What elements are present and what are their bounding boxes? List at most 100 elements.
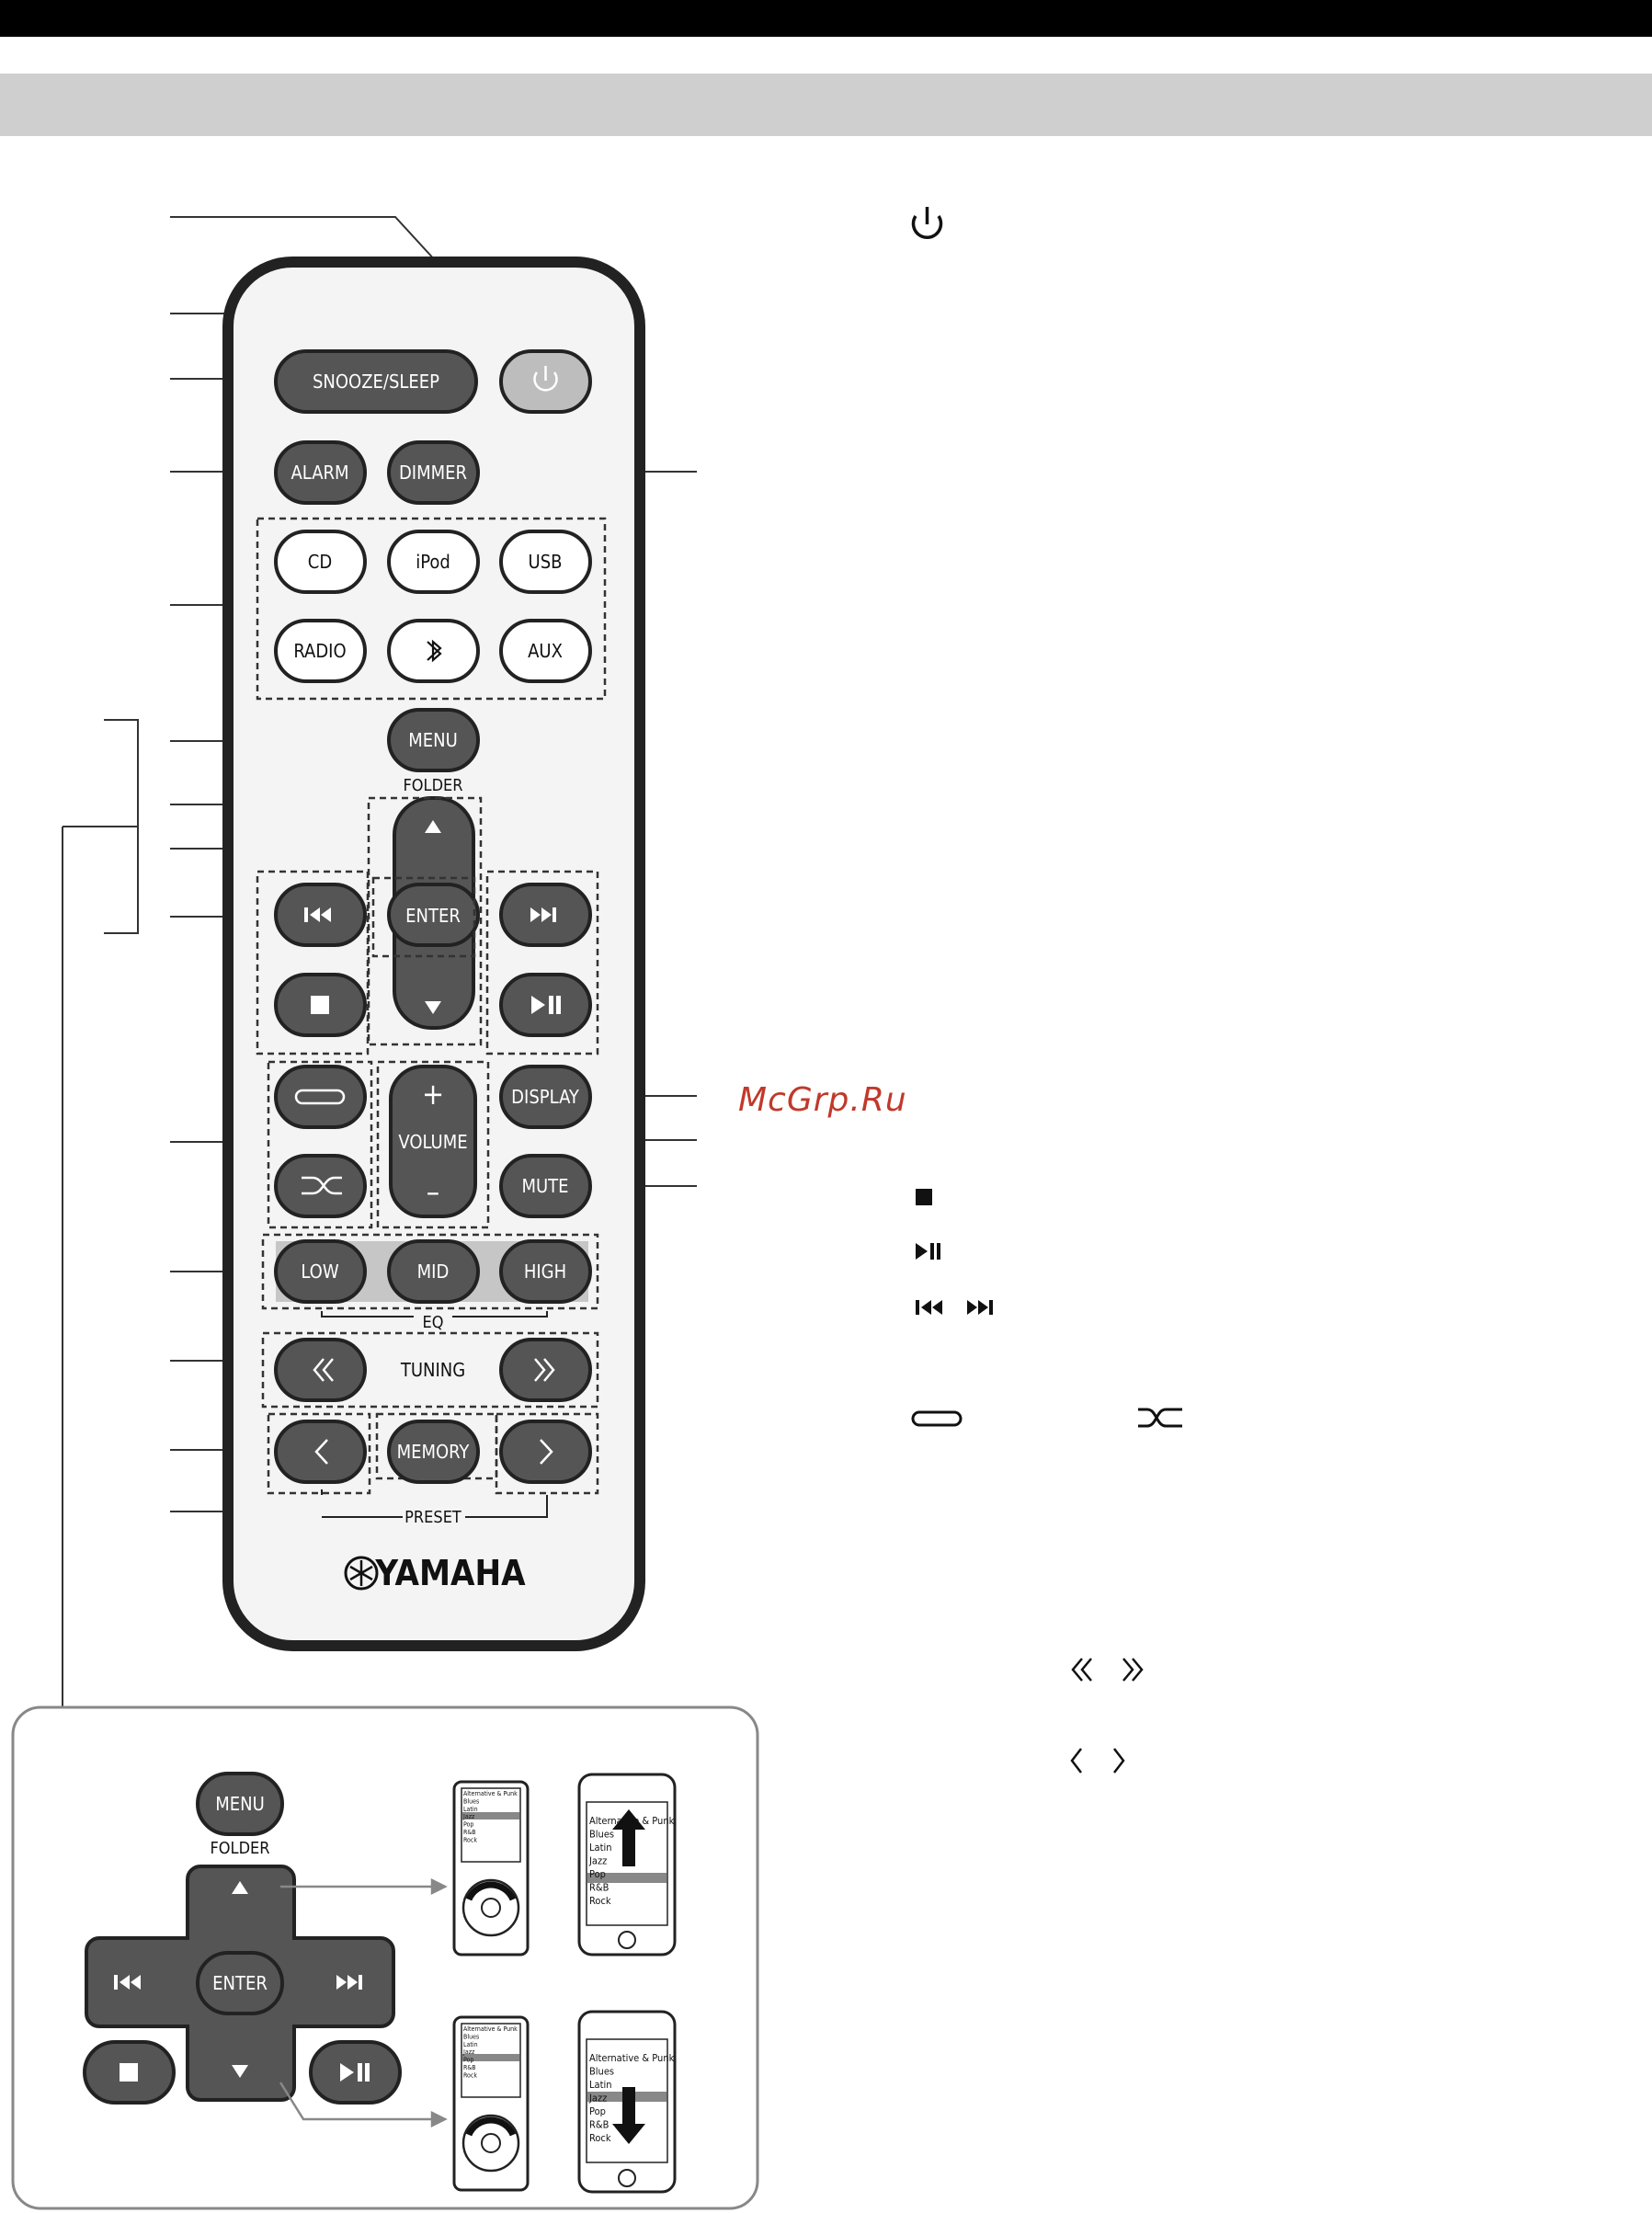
enter-label: ENTER <box>405 905 461 927</box>
inset-stop-icon <box>120 2063 138 2082</box>
folder-group-outline <box>367 796 483 1046</box>
inset-play-pause-button[interactable] <box>309 2040 402 2105</box>
volume-plus-icon: + <box>422 1077 444 1112</box>
power-symbol-icon <box>911 207 943 239</box>
preset-label: PRESET <box>404 1508 461 1527</box>
mute-button[interactable] <box>499 1154 592 1218</box>
play-pause-symbol-icon <box>916 1243 940 1260</box>
iphone-down-list-item: R&B <box>589 2119 610 2131</box>
ipod-down-list-item: Pop <box>463 2057 473 2064</box>
iphone-up-illustration <box>577 1773 677 1956</box>
iphone-up-list-item: Blues <box>589 1829 614 1841</box>
tuning-up-symbol-icon <box>1122 1658 1144 1682</box>
ipod-down-list-item: Jazz <box>462 2048 475 2056</box>
ipod-nano-down-illustration <box>452 2015 530 2192</box>
stop-icon <box>311 996 329 1014</box>
inset-menu-button[interactable] <box>196 1772 284 1836</box>
repeat-button[interactable] <box>274 1065 367 1129</box>
ipod-label: iPod <box>416 551 450 573</box>
eq-label: EQ <box>423 1313 444 1332</box>
inset-up-arrow-icon <box>232 1881 248 1894</box>
yamaha-logo-icon <box>344 1556 379 1591</box>
ipod-button[interactable] <box>387 530 480 594</box>
ipod-up-list-item: Latin <box>463 1806 478 1813</box>
cd-button[interactable] <box>274 530 367 594</box>
iphone-down-list-item: Alternative & Punk <box>589 2052 675 2064</box>
eq-mid-button[interactable] <box>387 1239 480 1304</box>
iphone-down-list-item: Jazz <box>588 2093 607 2105</box>
dimmer-label: DIMMER <box>399 462 467 484</box>
preset-left-symbol-icon <box>1070 1748 1082 1774</box>
stop-symbol-icon <box>916 1189 932 1205</box>
iphone-up-list-item: Rock <box>589 1895 611 1907</box>
radio-label: RADIO <box>293 640 346 662</box>
preset-right-outline <box>495 1412 599 1495</box>
shuffle-symbol-icon <box>1138 1408 1182 1428</box>
eq-low-label: LOW <box>301 1260 338 1283</box>
play-pause-icon <box>531 996 561 1014</box>
inset-enter-label: ENTER <box>212 1972 268 1994</box>
volume-minus-icon: – <box>427 1174 439 1209</box>
ipod-up-list-item: Pop <box>463 1821 473 1829</box>
alarm-label: ALARM <box>291 462 348 484</box>
eq-low-button[interactable] <box>274 1239 367 1304</box>
aux-button[interactable] <box>499 619 592 683</box>
iphone-up-list-item: R&B <box>589 1882 610 1894</box>
mute-label: MUTE <box>521 1175 568 1197</box>
aux-label: AUX <box>528 640 563 662</box>
iphone-down-list-item: Latin <box>589 2079 611 2091</box>
memory-button[interactable] <box>387 1420 480 1484</box>
skip-back-icon <box>304 907 331 922</box>
iphone-up-list-item: Jazz <box>588 1855 607 1867</box>
alarm-button[interactable] <box>274 440 367 505</box>
skip-back-stop-outline <box>256 870 370 1055</box>
eq-high-button[interactable] <box>499 1239 592 1304</box>
inset-folder-label: FOLDER <box>210 1839 269 1858</box>
down-arrow-icon <box>425 1001 441 1014</box>
tuning-outline <box>261 1331 599 1409</box>
ipod-up-list-item: Rock <box>463 1836 477 1843</box>
inset-menu-label: MENU <box>215 1793 265 1815</box>
up-arrow-icon <box>425 820 441 833</box>
radio-button[interactable] <box>274 619 367 683</box>
eq-high-label: HIGH <box>524 1260 566 1283</box>
repeat-icon <box>294 1089 346 1105</box>
power-icon <box>533 366 558 392</box>
ipod-up-list-item: Alternative & Punk <box>463 1790 518 1797</box>
eq-mid-label: MID <box>417 1260 450 1283</box>
dimmer-button[interactable] <box>387 440 480 505</box>
volume-button[interactable] <box>389 1065 477 1218</box>
iphone-down-list-item: Pop <box>589 2105 606 2117</box>
ipod-down-list-item: Latin <box>463 2041 478 2048</box>
snooze-sleep-button[interactable] <box>274 349 478 414</box>
iphone-up-list-item: Alternative & Punk <box>589 1815 675 1827</box>
bluetooth-icon <box>427 639 442 663</box>
source-group-outline <box>256 517 607 701</box>
display-label: DISPLAY <box>511 1086 580 1108</box>
preset-right-button[interactable] <box>499 1420 592 1484</box>
menu-button[interactable] <box>387 708 480 772</box>
inset-enter-button[interactable] <box>196 1951 284 2015</box>
tuning-up-icon <box>534 1358 555 1382</box>
tuning-down-button[interactable] <box>274 1338 367 1402</box>
ipod-up-list-item: Jazz <box>462 1813 475 1820</box>
power-button[interactable] <box>499 349 592 414</box>
ipod-down-list-item: Blues <box>463 2033 479 2040</box>
tuning-down-symbol-icon <box>1071 1658 1092 1682</box>
preset-right-icon <box>540 1439 553 1465</box>
play-pause-button[interactable] <box>499 973 592 1037</box>
ipod-down-list-item: R&B <box>463 2064 476 2071</box>
preset-right-symbol-icon <box>1113 1748 1125 1774</box>
preset-left-icon <box>314 1439 328 1465</box>
usb-button[interactable] <box>499 530 592 594</box>
ipod-down-list-item: Rock <box>463 2071 477 2079</box>
enter-button[interactable] <box>387 883 480 947</box>
preset-left-button[interactable] <box>274 1420 367 1484</box>
skip-back-button[interactable] <box>274 883 367 947</box>
display-button[interactable] <box>499 1065 592 1129</box>
top-black-bar <box>0 0 1652 37</box>
iphone-down-list-item: Blues <box>589 2066 614 2078</box>
shuffle-button[interactable] <box>274 1154 367 1218</box>
cd-label: CD <box>308 551 332 573</box>
iphone-down-list-item: Rock <box>589 2132 611 2144</box>
